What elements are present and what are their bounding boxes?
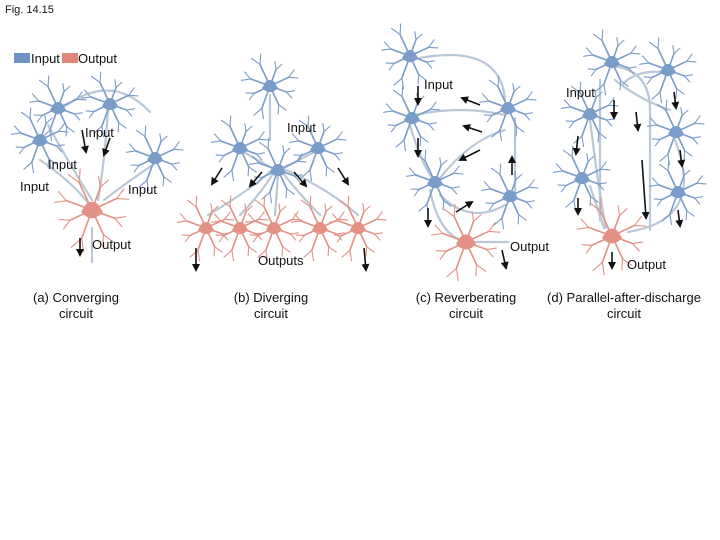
d-arrow-4 [636, 112, 638, 130]
c-arrow-3 [464, 126, 482, 132]
d-arrow-6 [680, 150, 682, 166]
d-input-neuron-6 [649, 160, 705, 225]
panel-b-caption: (b) Diverging circuit [215, 290, 327, 322]
panel-b-output-label: Outputs [258, 254, 304, 267]
panel-c-caption-line1: (c) Reverberating [416, 290, 516, 305]
d-axon-7 [622, 72, 662, 85]
legend-input-label: Input [31, 52, 60, 65]
legend-output-label: Output [78, 52, 117, 65]
d-input-neuron-4 [647, 100, 703, 165]
panel-c-caption-line2: circuit [449, 306, 483, 321]
d-arrow-3 [576, 136, 578, 154]
b-arrow-out-2 [364, 248, 366, 270]
panel-a-input-label-4: Input [128, 183, 157, 196]
c-axon-5 [440, 195, 505, 213]
d-arrow-2 [674, 92, 676, 108]
c-arrow-2 [462, 98, 480, 105]
panel-a-caption-line2: circuit [59, 306, 93, 321]
c-input-neuron-2 [383, 86, 439, 151]
legend-input-swatch [14, 53, 30, 63]
panel-c-caption: (c) Reverberating circuit [400, 290, 532, 322]
d-arrow-8 [678, 210, 680, 226]
d-arrow-5 [642, 160, 646, 218]
c-input-neuron-5 [481, 164, 537, 229]
panel-b-caption-line2: circuit [254, 306, 288, 321]
b-output-neuron-1 [177, 196, 233, 261]
panel-a-caption-line1: (a) Converging [33, 290, 119, 305]
b-output-neuron-4 [291, 196, 347, 261]
panel-d-input-label: Input [566, 86, 595, 99]
b-axon-4 [282, 172, 320, 215]
b-arrow-1 [212, 168, 222, 184]
panel-d-output-label: Output [627, 258, 666, 271]
b-arrow-4 [338, 168, 348, 184]
panel-d-caption: (d) Parallel-after-discharge circuit [532, 290, 716, 322]
b-output-neuron-5 [329, 196, 385, 261]
b-axon-3 [275, 175, 278, 215]
panel-d-caption-line1: (d) Parallel-after-discharge [547, 290, 701, 305]
panel-a-input-label-3: Input [20, 180, 49, 193]
c-arrow-out [502, 250, 506, 268]
panel-d-caption-line2: circuit [607, 306, 641, 321]
b-axon-5 [286, 170, 358, 215]
a-input-neuron-4 [126, 126, 182, 191]
panel-b-input-label: Input [287, 121, 316, 134]
panel-b-caption-line1: (b) Diverging [234, 290, 308, 305]
c-input-neuron-3 [479, 76, 535, 141]
panel-c-output-label: Output [510, 240, 549, 253]
panel-a-output-label: Output [92, 238, 131, 251]
panel-a-input-label-1: Input [85, 126, 114, 139]
panel-a-caption: (a) Converging circuit [14, 290, 138, 322]
panel-a-input-label-2: Input [48, 158, 77, 171]
figure-label: Fig. 14.15 [5, 5, 54, 16]
panel-c-input-label: Input [424, 78, 453, 91]
legend-output-swatch [62, 53, 78, 63]
